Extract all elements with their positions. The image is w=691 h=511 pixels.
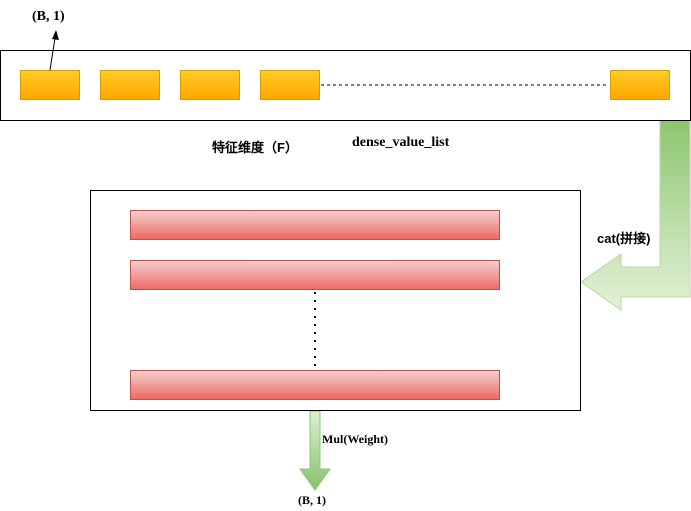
top-output-label: (B, 1) xyxy=(32,9,65,24)
feature-cell-2 xyxy=(100,70,160,100)
mul-label: Mul(Weight) xyxy=(322,432,388,446)
output-arrow-line xyxy=(49,37,56,71)
feature-dim-label: 特征维度（F） xyxy=(212,140,298,155)
feature-cell-3 xyxy=(180,70,240,100)
matrix-row-last xyxy=(130,370,500,400)
concat-arrow xyxy=(580,119,691,311)
feature-cell-1 xyxy=(20,70,80,100)
matrix-row-2 xyxy=(130,260,500,290)
mul-arrow xyxy=(299,410,331,491)
feature-cell-4 xyxy=(260,70,320,100)
output-arrow-head xyxy=(52,30,59,40)
dense-list-label: dense_value_list xyxy=(352,135,450,150)
matrix-row-1 xyxy=(130,210,500,240)
concat-label: cat(拼接) xyxy=(597,231,651,246)
bottom-output-label: (B, 1) xyxy=(298,493,326,507)
feature-cell-last xyxy=(610,70,670,100)
